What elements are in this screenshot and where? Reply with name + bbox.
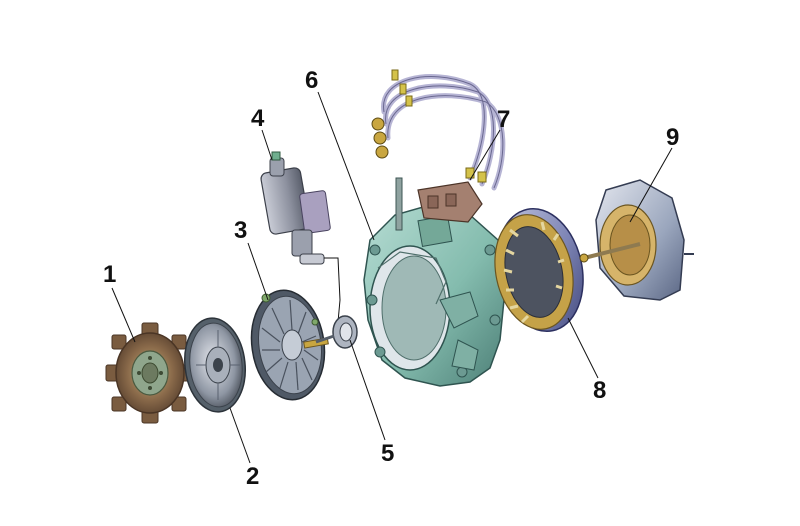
callout-7: 7 [497, 106, 510, 133]
leader-3 [247, 242, 269, 301]
callout-3: 3 [234, 217, 247, 244]
callout-labels: 1 2 3 4 5 6 7 8 9 [103, 67, 679, 490]
callout-4: 4 [251, 105, 265, 132]
leader-5 [349, 339, 386, 441]
part-2-clutch-disc [184, 317, 246, 413]
part-3-pressure-plate [250, 289, 329, 401]
leader-9 [629, 147, 673, 223]
part-9-rear-cover [579, 179, 694, 301]
part-8-stator [494, 207, 584, 333]
callout-6: 6 [305, 67, 318, 94]
part-5-release-bearing [315, 315, 358, 349]
leader-1 [111, 287, 136, 343]
callout-1: 1 [103, 261, 116, 288]
leader-8 [567, 317, 599, 379]
part-1-flexplate [105, 322, 193, 424]
leader-4 [261, 129, 273, 161]
part-6-housing [363, 177, 506, 387]
leader-lines [111, 91, 673, 464]
leader-6 [317, 91, 375, 241]
callout-5: 5 [381, 440, 394, 467]
part-4-actuator [260, 151, 341, 323]
part-7-cable-harness [371, 69, 506, 223]
callout-9: 9 [666, 124, 679, 151]
callout-8: 8 [593, 377, 606, 404]
leader-2 [229, 407, 251, 464]
callout-2: 2 [246, 463, 259, 490]
leader-7 [469, 129, 501, 181]
